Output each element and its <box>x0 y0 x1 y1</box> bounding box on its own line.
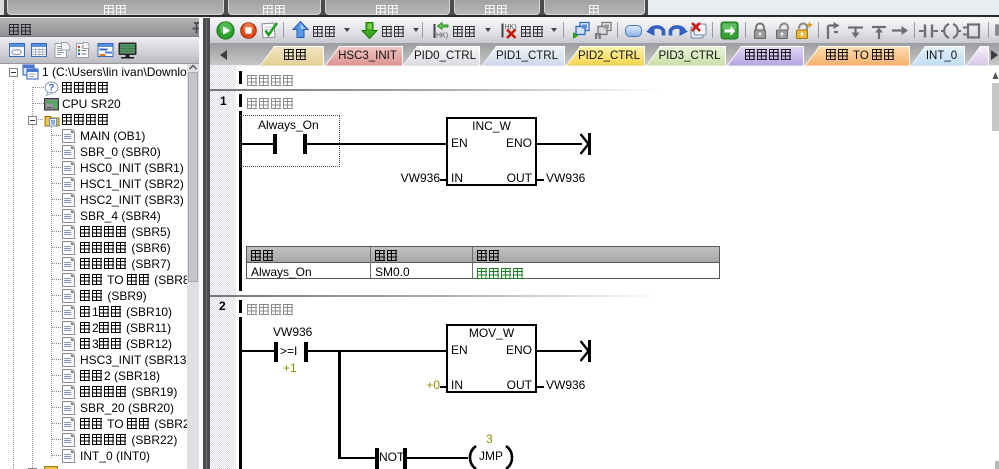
svg-text:HK): HK) <box>436 33 448 40</box>
svg-text:HK): HK) <box>505 24 517 31</box>
svg-text:?: ? <box>49 83 55 93</box>
